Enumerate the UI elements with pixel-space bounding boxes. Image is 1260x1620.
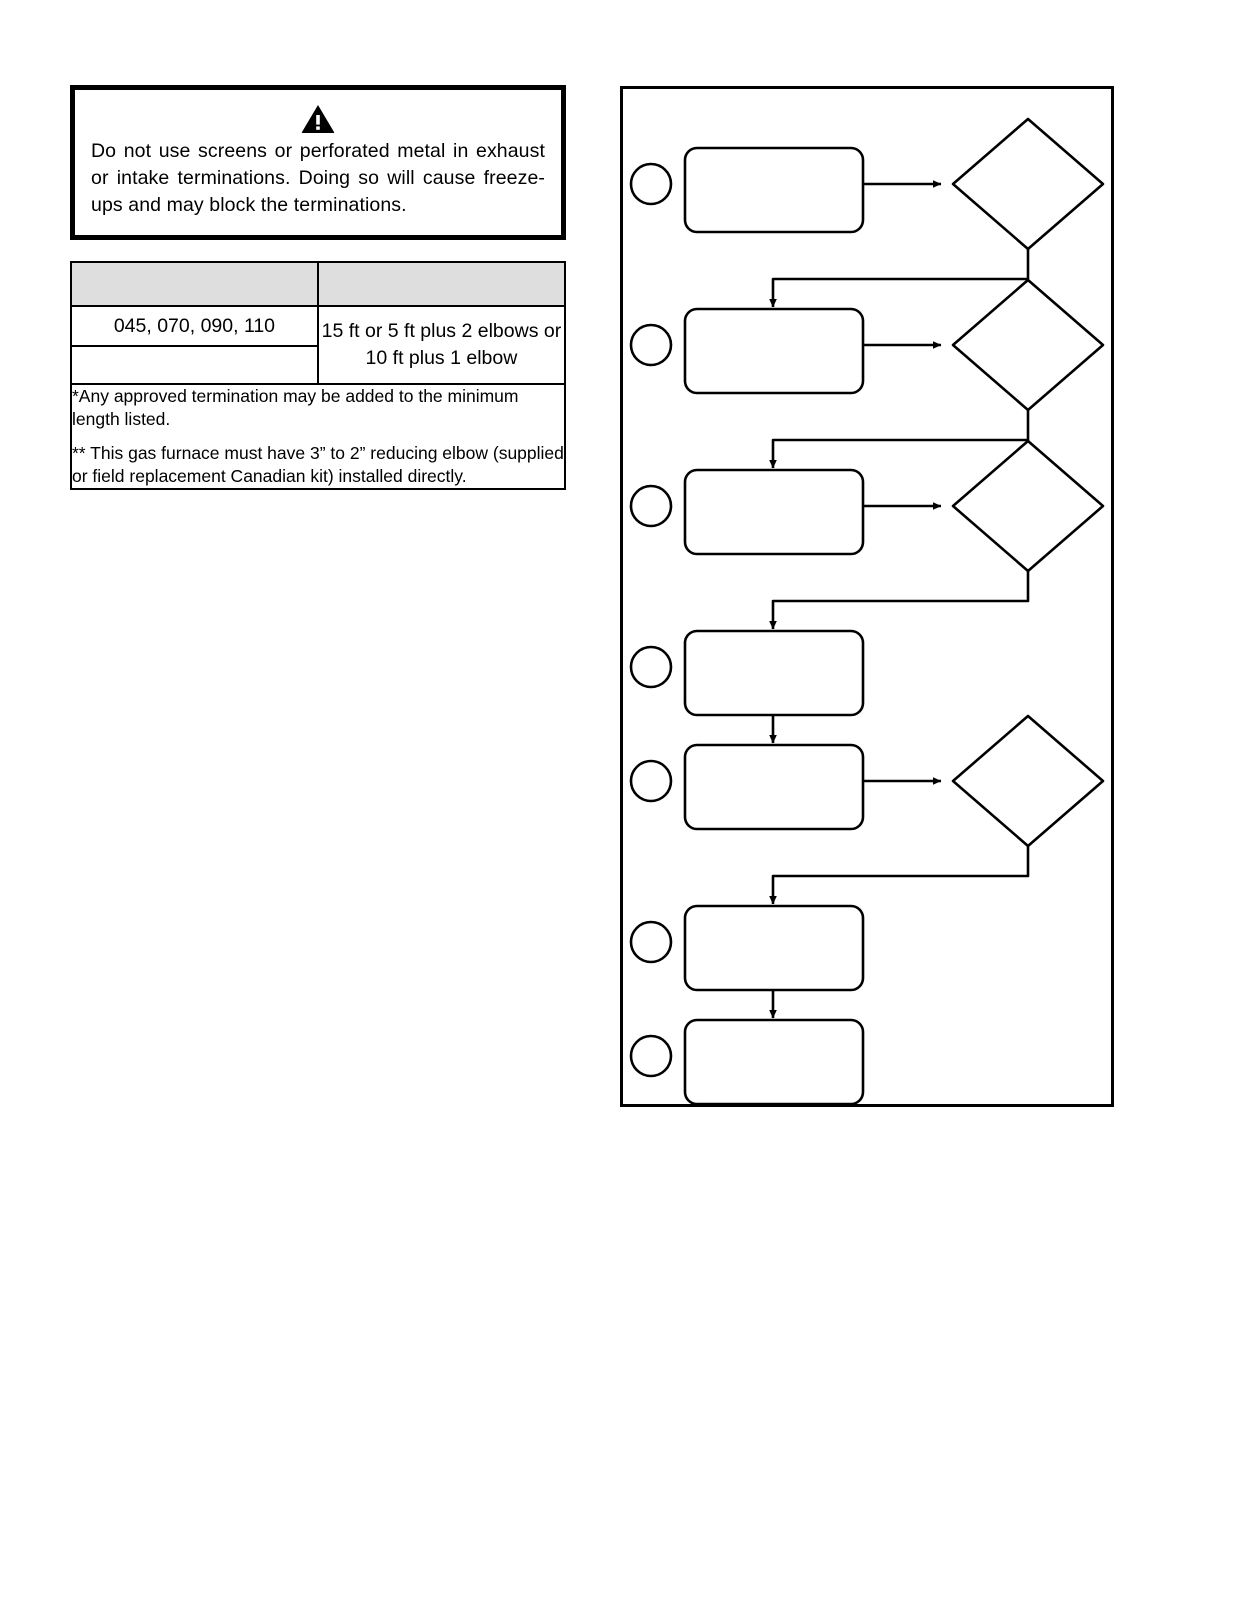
footnote-1: ** This gas furnace must have 3” to 2” r…: [72, 443, 564, 486]
table-cell-model-1: [70, 345, 319, 385]
decision-diamond-4: [951, 714, 1105, 848]
step-bullet-1: [629, 162, 673, 206]
step-box-7: [683, 1018, 865, 1106]
step-box-6: [683, 904, 865, 992]
step-box-4: [683, 629, 865, 717]
step-box-5: [683, 743, 865, 831]
footnote-0: *Any approved termination may be added t…: [72, 386, 519, 429]
warning-icon-row: [89, 104, 547, 138]
step-bullet-6: [629, 920, 673, 964]
connector-decision-4-to-step-6: [769, 846, 1030, 905]
decision-diamond-1: [951, 117, 1105, 251]
step-box-2: [683, 307, 865, 395]
table-footnotes: *Any approved termination may be added t…: [70, 383, 566, 490]
connector-decision-3-to-step-4: [769, 571, 1030, 630]
warning-callout-box: Do not use screens or perforated metal i…: [70, 85, 566, 240]
step-box-3: [683, 468, 865, 556]
decision-diamond-3: [951, 439, 1105, 573]
step-box-1: [683, 146, 865, 234]
flowchart-panel: [620, 86, 1114, 1107]
decision-diamond-2: [951, 278, 1105, 412]
table-header-cell-length: [316, 261, 567, 307]
step-bullet-3: [629, 484, 673, 528]
table-row: [70, 345, 565, 385]
table-row: 045, 070, 090, 110 15 ft or 5 ft plus 2 …: [70, 305, 567, 385]
table-cell-length-0: 15 ft or 5 ft plus 2 elbows or 10 ft plu…: [316, 305, 567, 385]
step-bullet-4: [629, 645, 673, 689]
step-bullet-7: [629, 1034, 673, 1078]
vent-length-spec-table: 045, 070, 090, 110 15 ft or 5 ft plus 2 …: [70, 261, 567, 490]
warning-message-text: Do not use screens or perforated metal i…: [91, 140, 545, 216]
table-notes-row: *Any approved termination may be added t…: [70, 383, 566, 490]
step-bullet-2: [629, 323, 673, 367]
flowchart-diagram: [629, 117, 1105, 1106]
connector-decision-1-to-step-2: [769, 249, 1030, 308]
table-header-cell-model: [70, 261, 319, 307]
warning-triangle-icon: [301, 104, 335, 147]
table-header-row: [70, 261, 567, 307]
table-cell-model-0: 045, 070, 090, 110: [70, 305, 319, 347]
connector-decision-2-to-step-3: [769, 410, 1030, 469]
step-bullet-5: [629, 759, 673, 803]
